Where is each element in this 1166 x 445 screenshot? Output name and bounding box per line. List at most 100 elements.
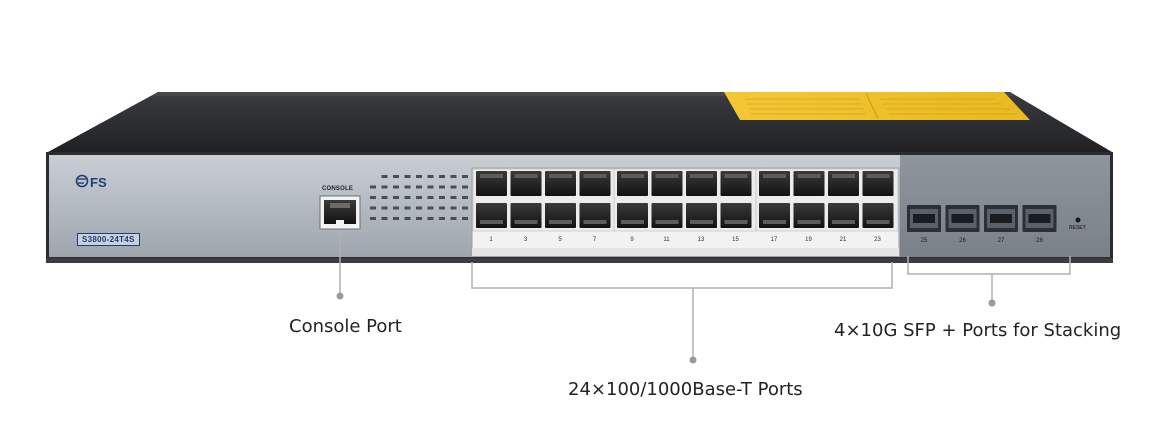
status-led: [404, 206, 411, 210]
sfp-ports-caption: 4×10G SFP + Ports for Stacking: [834, 320, 1122, 341]
rj45-port-contacts: [549, 174, 572, 178]
brand-name: FS: [90, 175, 107, 190]
status-led: [439, 185, 445, 189]
status-led: [370, 206, 376, 210]
rj45-port-contacts: [514, 220, 538, 224]
status-led: [450, 175, 457, 178]
rj45-port-number: 17: [771, 237, 778, 243]
rj45-port-contacts: [655, 174, 679, 178]
rj45-ports-caption: 24×100/1000Base-T Ports: [568, 379, 803, 400]
sfp-port-number: 28: [1036, 238, 1043, 244]
rj45-port: [579, 203, 611, 228]
rj45-port-contacts: [763, 220, 786, 224]
model-label: S3800-24T4S: [77, 233, 140, 246]
status-led: [450, 196, 457, 199]
console-callout-line: [336, 236, 344, 300]
status-led: [439, 217, 445, 220]
status-led: [393, 185, 399, 189]
rj45-port-contacts: [480, 174, 503, 178]
status-led: [404, 196, 411, 199]
status-led: [427, 185, 434, 189]
sfp-port-slot: [951, 214, 974, 223]
status-led: [416, 217, 422, 220]
console-port-caption: Console Port: [289, 316, 402, 337]
rj45-port: [476, 203, 507, 228]
status-led: [427, 217, 434, 220]
status-led: [462, 175, 468, 178]
status-led: [404, 175, 411, 178]
rj45-port-contacts: [690, 174, 713, 178]
rj45-port-number: 9: [630, 237, 634, 243]
status-led: [439, 175, 445, 178]
status-led: [450, 217, 457, 220]
brand-mark-spacer: [76, 174, 88, 188]
warning-label: [724, 92, 1030, 120]
rj45-port: [862, 203, 894, 228]
console-label: CONSOLE: [322, 186, 354, 192]
status-led: [381, 217, 388, 220]
rj45-port: [545, 203, 576, 228]
rj45-port-contacts: [832, 220, 855, 224]
console-port: [319, 195, 361, 230]
rj45-port-contacts: [724, 220, 748, 224]
rj45-port-contacts: [797, 220, 821, 224]
status-led: [416, 185, 422, 189]
status-led: [427, 175, 434, 178]
sfp-port-number: 26: [959, 238, 966, 244]
status-led: [462, 217, 468, 220]
rj45-port-contacts: [514, 174, 538, 178]
sfp-port-slot: [990, 214, 1012, 223]
rj45-port-contacts: [866, 174, 890, 178]
status-led: [416, 196, 422, 199]
status-led: [439, 196, 445, 199]
rj45-port-number: 1: [489, 237, 493, 243]
status-led-grid: [370, 175, 468, 220]
status-led: [462, 185, 468, 189]
sfp-callout-bracket: [907, 256, 1071, 307]
rj45-port-contacts: [763, 174, 786, 178]
rj45-port-number: 21: [840, 237, 847, 243]
status-led: [393, 217, 399, 220]
rj45-port: [510, 203, 542, 228]
sfp-port-slot: [913, 214, 935, 223]
rj45-ports: [472, 168, 899, 232]
rj45-port-number: 23: [874, 237, 881, 243]
rj45-port: [651, 203, 683, 228]
rj45-port-contacts: [832, 174, 855, 178]
rj45-port: [720, 203, 752, 228]
rj45-port-contacts: [724, 174, 748, 178]
status-led: [416, 175, 422, 178]
reset-label: RESET: [1069, 225, 1086, 231]
sfp-port-slot: [1028, 214, 1051, 223]
status-led: [462, 196, 468, 199]
rj45-port-contacts: [583, 220, 607, 224]
status-led: [462, 206, 468, 210]
rj45-port-number: 7: [593, 237, 597, 243]
status-led: [427, 206, 434, 210]
status-led: [416, 206, 422, 210]
status-led: [439, 206, 445, 210]
status-led: [393, 206, 399, 210]
rj45-port: [617, 203, 648, 228]
rj45-port: [759, 203, 790, 228]
fs-logo-icon: [75, 174, 89, 188]
rj45-port-contacts: [690, 220, 713, 224]
rj45-port-contacts: [621, 174, 644, 178]
status-led: [450, 185, 457, 189]
rj45-port-number: 11: [663, 237, 670, 243]
rj45-port: [686, 203, 717, 228]
rj45-port-number: 13: [698, 237, 705, 243]
rj45-port-contacts: [583, 174, 607, 178]
sfp-port-number: 25: [921, 238, 928, 244]
rj45-port-contacts: [797, 174, 821, 178]
rj45-port: [828, 203, 859, 228]
rj45-port-contacts: [621, 220, 644, 224]
status-led: [404, 185, 411, 189]
status-led: [370, 185, 376, 189]
status-led: [370, 196, 376, 199]
status-led: [381, 185, 388, 189]
status-led: [393, 175, 399, 178]
sfp-ports: [907, 205, 1057, 232]
